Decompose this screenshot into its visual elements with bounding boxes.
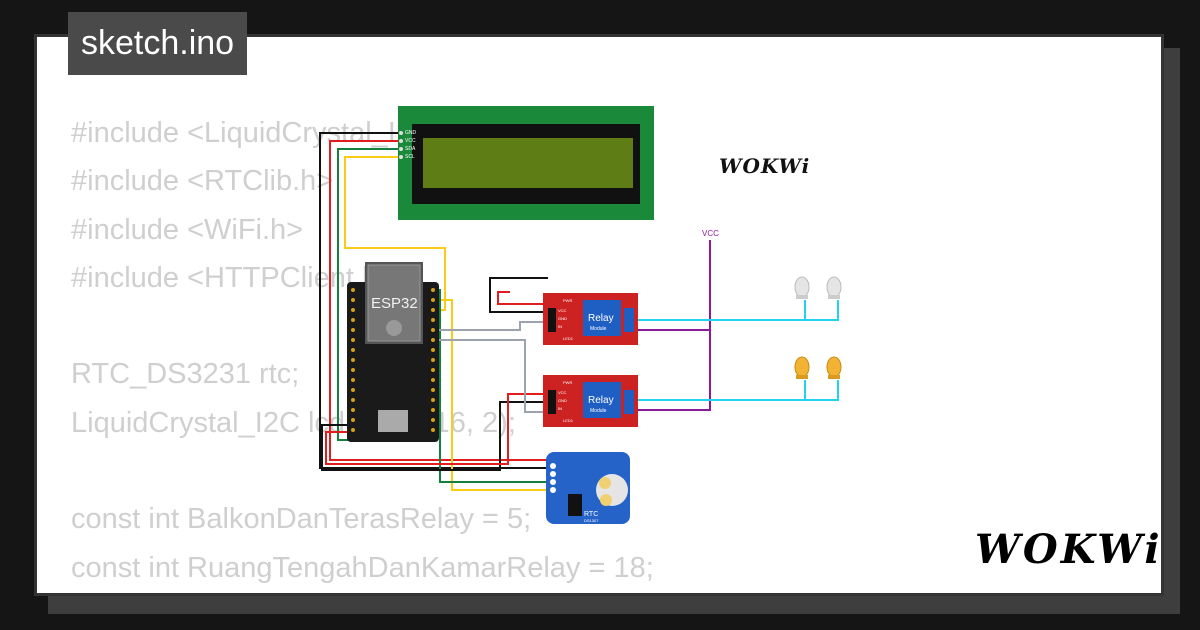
wires (319, 132, 839, 491)
led (794, 356, 810, 379)
relay-pin: IN (558, 406, 562, 411)
rtc-module: RTC DS1307 (546, 452, 630, 524)
code-line: RTC_DS3231 rtc; (71, 358, 300, 391)
relay-pin: PWR (563, 380, 572, 385)
lcd-pin-label: GND (405, 130, 417, 136)
led (826, 356, 842, 379)
file-tab[interactable]: sketch.ino (68, 12, 248, 75)
relay-pin: LED1 (563, 418, 574, 423)
relay-pin: VCC (558, 308, 567, 313)
led (794, 276, 810, 299)
relay-label: Relay (588, 395, 614, 406)
relay-module: Relay Module PWR VCC GND IN LED1 (543, 293, 638, 345)
lcd-pin-label: SDA (405, 146, 416, 152)
lcd-pin-label: SCL (405, 154, 415, 160)
lcd-pin-label: VCC (405, 138, 416, 144)
wokwi-logo: WOKWi (975, 526, 1163, 573)
relay-pin: IN (558, 324, 562, 329)
relay-sub-label: Module (590, 408, 607, 414)
wokwi-logo-small: WOKWi (719, 154, 811, 178)
led (826, 276, 842, 299)
code-line: LiquidCrystal_I2C lcd(0x27, 16, 2); (71, 406, 516, 439)
relay-pin: PWR (563, 298, 572, 303)
relay-label: Relay (588, 313, 614, 324)
vcc-label: VCC (702, 229, 719, 238)
rtc-sub-label: DS1307 (584, 518, 599, 523)
code-line: const int BalkonDanTerasRelay = 5; (71, 503, 532, 536)
code-line: #include <RTClib.h> (71, 165, 334, 198)
relay-pin: GND (558, 398, 567, 403)
relay-sub-label: Module (590, 326, 607, 332)
esp32-board: ESP32 (347, 262, 439, 442)
lcd-display: GND VCC SDA SCL (398, 106, 654, 220)
code-line: #include <WiFi.h> (71, 213, 304, 246)
rtc-label: RTC (584, 511, 598, 518)
relay-pin: LED1 (563, 336, 574, 341)
relay-pin: GND (558, 316, 567, 321)
relay-pin: VCC (558, 390, 567, 395)
code-line: const int RuangTengahDanKamarRelay = 18; (71, 551, 654, 584)
esp32-label: ESP32 (371, 295, 418, 312)
relay-module: Relay Module PWR VCC GND IN LED1 (543, 375, 638, 427)
